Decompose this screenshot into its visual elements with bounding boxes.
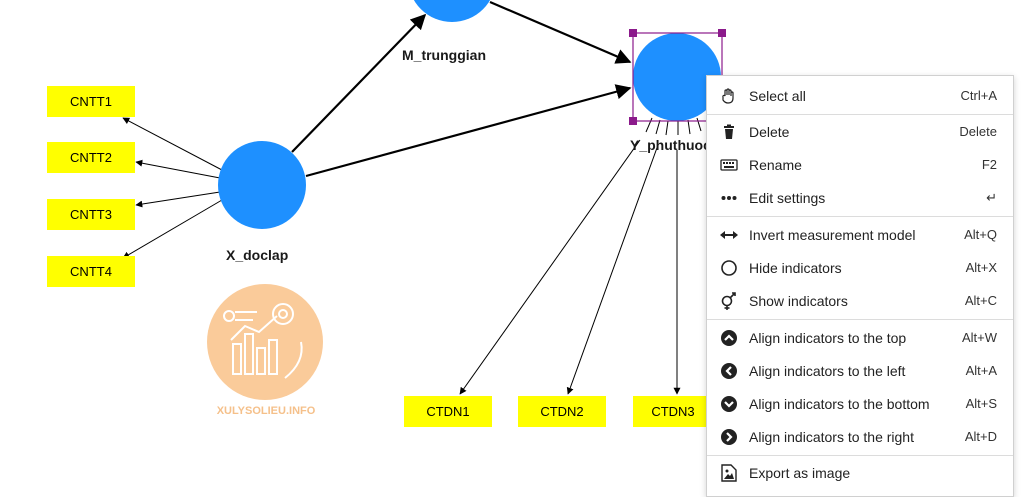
loading-x-cntt1[interactable] bbox=[122, 117, 223, 171]
resize-handle-sw[interactable] bbox=[629, 117, 637, 125]
y-indicator-stubs bbox=[645, 117, 702, 136]
path-m-to-y[interactable] bbox=[489, 0, 632, 64]
indicator-ctdn2[interactable]: CTDN2 bbox=[518, 396, 606, 427]
double-arrow-icon bbox=[719, 225, 739, 245]
image-icon bbox=[719, 463, 739, 483]
latent-label-x: X_doclap bbox=[226, 247, 289, 263]
indicator-cntt4[interactable]: CNTT4 bbox=[47, 256, 135, 287]
watermark-logo bbox=[207, 284, 323, 400]
menu-item-edit-settings[interactable]: Edit settings ↵ bbox=[707, 181, 1013, 214]
menu-item-align-top[interactable]: Align indicators to the top Alt+W bbox=[707, 321, 1013, 354]
indicator-cntt3[interactable]: CNTT3 bbox=[47, 199, 135, 230]
resize-handle-nw[interactable] bbox=[629, 29, 637, 37]
path-x-to-m[interactable] bbox=[291, 13, 427, 153]
menu-item-align-bottom[interactable]: Align indicators to the bottom Alt+S bbox=[707, 387, 1013, 420]
keyboard-icon bbox=[719, 155, 739, 175]
latent-node-m[interactable] bbox=[408, 0, 496, 22]
context-menu: Select all Ctrl+A Delete Delete Rename F… bbox=[706, 75, 1014, 497]
ellipsis-icon bbox=[719, 188, 739, 208]
menu-separator bbox=[707, 114, 1013, 115]
path-x-to-y[interactable] bbox=[305, 84, 632, 178]
loading-x-cntt3[interactable] bbox=[135, 191, 221, 208]
indicator-ctdn1[interactable]: CTDN1 bbox=[404, 396, 492, 427]
menu-item-delete[interactable]: Delete Delete bbox=[707, 115, 1013, 148]
loading-y-ctdn1[interactable] bbox=[459, 139, 641, 395]
indicator-cntt2[interactable]: CNTT2 bbox=[47, 142, 135, 173]
loading-x-cntt2[interactable] bbox=[135, 159, 221, 179]
menu-separator bbox=[707, 216, 1013, 217]
chevron-down-circle-icon bbox=[719, 394, 739, 414]
chevron-up-circle-icon bbox=[719, 328, 739, 348]
menu-item-show-indicators[interactable]: Show indicators Alt+C bbox=[707, 284, 1013, 317]
indicator-ctdn3[interactable]: CTDN3 bbox=[633, 396, 713, 427]
menu-separator bbox=[707, 319, 1013, 320]
menu-separator bbox=[707, 455, 1013, 456]
loading-y-ctdn2[interactable] bbox=[566, 144, 659, 395]
latent-node-x[interactable] bbox=[218, 141, 306, 229]
indicator-cntt1[interactable]: CNTT1 bbox=[47, 86, 135, 117]
trash-icon bbox=[719, 122, 739, 142]
menu-item-export-image[interactable]: Export as image bbox=[707, 456, 1013, 489]
chevron-left-circle-icon bbox=[719, 361, 739, 381]
loading-x-cntt4[interactable] bbox=[122, 199, 223, 259]
gender-icon bbox=[719, 291, 739, 311]
menu-item-align-right[interactable]: Align indicators to the right Alt+D bbox=[707, 420, 1013, 453]
menu-item-rename[interactable]: Rename F2 bbox=[707, 148, 1013, 181]
menu-item-align-left[interactable]: Align indicators to the left Alt+A bbox=[707, 354, 1013, 387]
resize-handle-ne[interactable] bbox=[718, 29, 726, 37]
watermark-text: XULYSOLIEU.INFO bbox=[216, 405, 316, 417]
circle-outline-icon bbox=[719, 258, 739, 278]
menu-item-hide-indicators[interactable]: Hide indicators Alt+X bbox=[707, 251, 1013, 284]
hand-icon bbox=[719, 86, 739, 106]
latent-label-m: M_trunggian bbox=[402, 47, 486, 63]
chevron-right-circle-icon bbox=[719, 427, 739, 447]
latent-label-y: Y_phuthuoc bbox=[630, 137, 711, 153]
latent-node-y[interactable] bbox=[633, 33, 721, 121]
menu-item-select-all[interactable]: Select all Ctrl+A bbox=[707, 79, 1013, 112]
menu-item-invert-measurement[interactable]: Invert measurement model Alt+Q bbox=[707, 218, 1013, 251]
